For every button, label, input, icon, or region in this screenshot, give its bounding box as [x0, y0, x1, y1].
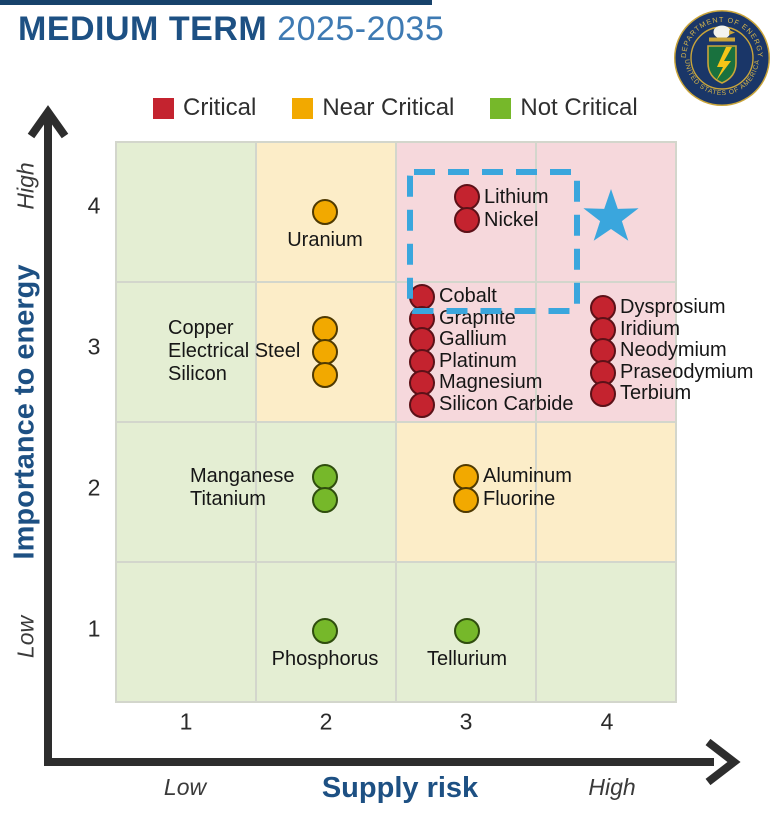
point-label: Gallium	[439, 328, 507, 350]
legend-item-near-critical: Near Critical	[292, 94, 454, 122]
point-label: Dysprosium	[620, 296, 726, 318]
y-axis-title: Importance to energy	[8, 264, 41, 560]
grid-cell-r4-c4	[537, 143, 675, 281]
point-label: Neodymium	[620, 339, 727, 361]
terbium-point	[590, 381, 616, 407]
legend-item-not-critical: Not Critical	[490, 94, 638, 122]
not-critical-swatch-icon	[490, 97, 512, 119]
y-tick-2: 2	[87, 474, 101, 501]
point-label: Praseodymium	[620, 360, 754, 383]
legend-label: Not Critical	[520, 94, 638, 121]
lightning-bolt-icon	[716, 47, 732, 81]
nickel-point	[454, 207, 480, 233]
x-tick-3: 3	[459, 708, 473, 735]
grid-cell-r4-c1	[117, 143, 255, 281]
x-axis-arrowhead-icon	[705, 738, 741, 786]
point-label: Nickel	[484, 209, 539, 231]
y-tick-3: 3	[87, 333, 101, 360]
y-axis-low-label: Low	[12, 615, 39, 659]
silicon-carbide-point	[409, 391, 435, 418]
uranium-point	[312, 199, 338, 225]
eagle-icon	[713, 25, 731, 39]
eagle-beak-icon	[729, 30, 735, 35]
doe-seal-logo: DEPARTMENT OF ENERGY UNITED STATES OF AM…	[674, 10, 770, 106]
point-label: Aluminum	[483, 465, 572, 487]
title-years: 2025-2035	[277, 10, 445, 48]
point-labels: Cobalt Graphite Gallium Platinum Magnesi…	[439, 285, 574, 415]
point-label: Uranium	[287, 229, 363, 251]
point-label: Lithium	[484, 186, 549, 208]
y-axis-high-label: High	[12, 162, 39, 210]
point-label: Magnesium	[439, 371, 543, 393]
seal-banner	[709, 37, 735, 42]
x-tick-4: 4	[600, 708, 614, 735]
point-label: Titanium	[190, 488, 266, 510]
point-label: Electrical Steel	[168, 340, 301, 362]
x-tick-2: 2	[319, 708, 333, 735]
point-labels: Copper Electrical Steel Silicon	[168, 317, 300, 386]
point-label: Graphite	[439, 306, 516, 329]
y-axis-arrowhead-icon	[27, 105, 69, 139]
point-label: Tellurium	[426, 648, 508, 670]
grid-cell-r1-c1	[117, 563, 255, 701]
titanium-point	[312, 487, 338, 513]
point-labels: Aluminum Fluorine	[483, 465, 572, 511]
point-label: Manganese	[190, 465, 295, 487]
x-axis-low-label: Low	[163, 774, 207, 800]
point-label: Platinum	[439, 349, 517, 372]
legend: Critical Near Critical Not Critical	[153, 94, 638, 122]
point-label: Phosphorus	[271, 648, 379, 670]
title-main: MEDIUM TERM	[18, 10, 268, 48]
point-labels: Manganese Titanium	[190, 465, 295, 511]
point-label: Copper	[168, 317, 234, 339]
point-label: Silicon	[168, 363, 227, 385]
critical-swatch-icon	[153, 97, 174, 119]
point-label: Cobalt	[439, 285, 497, 307]
point-labels: Lithium Nickel	[484, 186, 548, 232]
y-tick-1: 1	[87, 615, 101, 642]
x-axis-title: Supply risk	[321, 772, 479, 804]
y-tick-4: 4	[87, 192, 101, 219]
near-critical-swatch-icon	[292, 97, 314, 119]
legend-label: Critical	[183, 94, 257, 121]
point-label: Terbium	[620, 382, 692, 404]
tellurium-point	[454, 618, 480, 644]
point-label: Iridium	[620, 317, 681, 340]
x-axis-high-label: High	[588, 774, 636, 800]
point-labels: Dysprosium Iridium Neodymium Praseodymiu…	[620, 296, 754, 405]
point-label: Fluorine	[483, 488, 556, 510]
x-tick-1: 1	[179, 708, 193, 735]
grid-cell-r1-c4	[537, 563, 675, 701]
fluorine-point	[453, 487, 479, 513]
phosphorus-point	[312, 618, 338, 644]
silicon-point	[312, 362, 338, 388]
point-label: Silicon Carbide	[439, 392, 574, 415]
grid-cells	[115, 141, 677, 703]
legend-item-critical: Critical	[153, 94, 256, 122]
legend-label: Near Critical	[322, 94, 455, 121]
top-accent-bar	[0, 0, 432, 5]
